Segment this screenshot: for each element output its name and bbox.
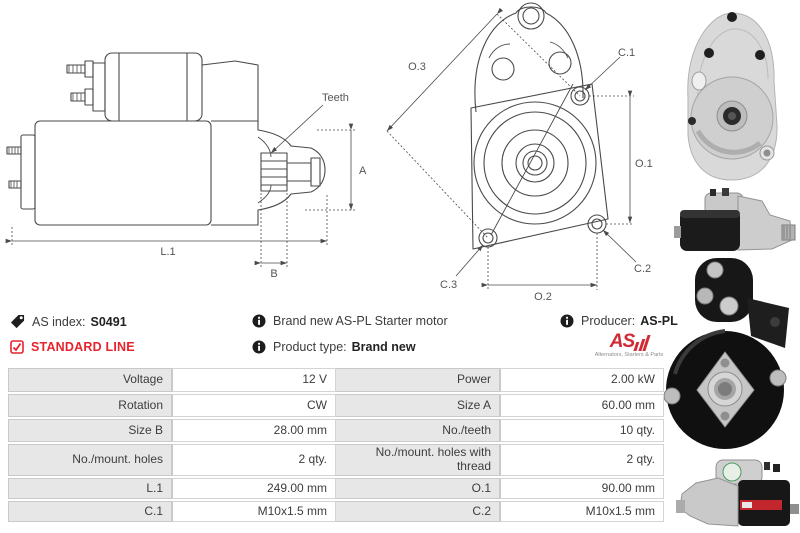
dim-label-a: A — [359, 165, 367, 177]
front-view-drawing: O.3 C.1 O.1 C.2 C.3 O.2 — [386, 2, 653, 303]
dim-label-l1: L.1 — [160, 246, 175, 258]
product-type-label: Product type: — [273, 340, 347, 354]
info-icon — [252, 314, 266, 328]
product-photo-side-view-2 — [676, 459, 799, 527]
spec-value: 10 qty. — [500, 419, 664, 442]
spec-value: 2 qty. — [172, 444, 336, 476]
spec-value: CW — [172, 394, 336, 417]
producer-label: Producer: — [581, 314, 636, 328]
product-photo-front-view — [687, 12, 778, 181]
spec-value: 12 V — [172, 368, 336, 392]
brand-line: Brand new AS-PL Starter motor — [252, 314, 448, 328]
table-row: Size B 28.00 mm No./teeth 10 qty. — [8, 419, 664, 442]
dim-label-teeth: Teeth — [322, 92, 349, 104]
dim-label-o3: O.3 — [408, 61, 426, 73]
product-type-line: Product type: Brand new — [252, 340, 416, 354]
as-index-line: AS index: S0491 — [10, 314, 127, 329]
as-pl-logo: AS Alternators, Starters & Parts — [594, 331, 664, 358]
checkbox-checked-icon — [10, 340, 24, 354]
info-icon — [560, 314, 574, 328]
spec-label: O.1 — [336, 478, 500, 499]
dim-label-c2: C.2 — [634, 263, 651, 275]
as-index-value: S0491 — [90, 314, 127, 329]
table-row: L.1 249.00 mm O.1 90.00 mm — [8, 478, 664, 499]
as-pl-logo-stripes-icon — [633, 335, 651, 351]
tag-icon — [10, 314, 25, 329]
dim-label-o1: O.1 — [635, 158, 653, 170]
spec-label: Rotation — [8, 394, 172, 417]
spec-value: M10x1.5 mm — [500, 501, 664, 522]
product-photo-side-view — [674, 188, 796, 251]
standard-line-label: STANDARD LINE — [31, 340, 135, 354]
dim-label-o2: O.2 — [534, 291, 552, 303]
as-index-label: AS index: — [32, 314, 86, 329]
specification-table: Voltage 12 V Power 2.00 kW Rotation CW S… — [8, 368, 664, 524]
side-view-drawing: L.1 B A Teeth — [5, 52, 367, 280]
dim-label-c1: C.1 — [618, 47, 635, 59]
info-icon — [252, 340, 266, 354]
as-pl-logo-tagline: Alternators, Starters & Parts — [594, 352, 664, 358]
spec-label: L.1 — [8, 478, 172, 499]
spec-value: 2.00 kW — [500, 368, 664, 392]
table-row: C.1 M10x1.5 mm C.2 M10x1.5 mm — [8, 501, 664, 522]
spec-label: No./mount. holes with thread — [336, 444, 500, 476]
spec-value: 2 qty. — [500, 444, 664, 476]
spec-label: Size A — [336, 394, 500, 417]
spec-value: 90.00 mm — [500, 478, 664, 499]
as-pl-logo-text: AS — [609, 331, 635, 352]
spec-value: 249.00 mm — [172, 478, 336, 499]
dim-label-b: B — [270, 268, 277, 280]
spec-value: M10x1.5 mm — [172, 501, 336, 522]
product-photo-rear-view — [663, 258, 789, 449]
standard-line-badge: STANDARD LINE — [10, 340, 135, 354]
spec-label: No./teeth — [336, 419, 500, 442]
table-row: No./mount. holes 2 qty. No./mount. holes… — [8, 444, 664, 476]
brand-line-text: Brand new AS-PL Starter motor — [273, 314, 448, 328]
spec-label: Size B — [8, 419, 172, 442]
dim-label-c3: C.3 — [440, 279, 457, 291]
table-row: Rotation CW Size A 60.00 mm — [8, 394, 664, 417]
producer-line: Producer: AS-PL — [560, 314, 678, 328]
spec-value: 28.00 mm — [172, 419, 336, 442]
table-row: Voltage 12 V Power 2.00 kW — [8, 368, 664, 392]
product-type-value: Brand new — [351, 340, 416, 354]
spec-label: C.1 — [8, 501, 172, 522]
spec-value: 60.00 mm — [500, 394, 664, 417]
spec-label: Voltage — [8, 368, 172, 392]
spec-label: No./mount. holes — [8, 444, 172, 476]
producer-value: AS-PL — [640, 314, 678, 328]
spec-label: C.2 — [336, 501, 500, 522]
spec-label: Power — [336, 368, 500, 392]
